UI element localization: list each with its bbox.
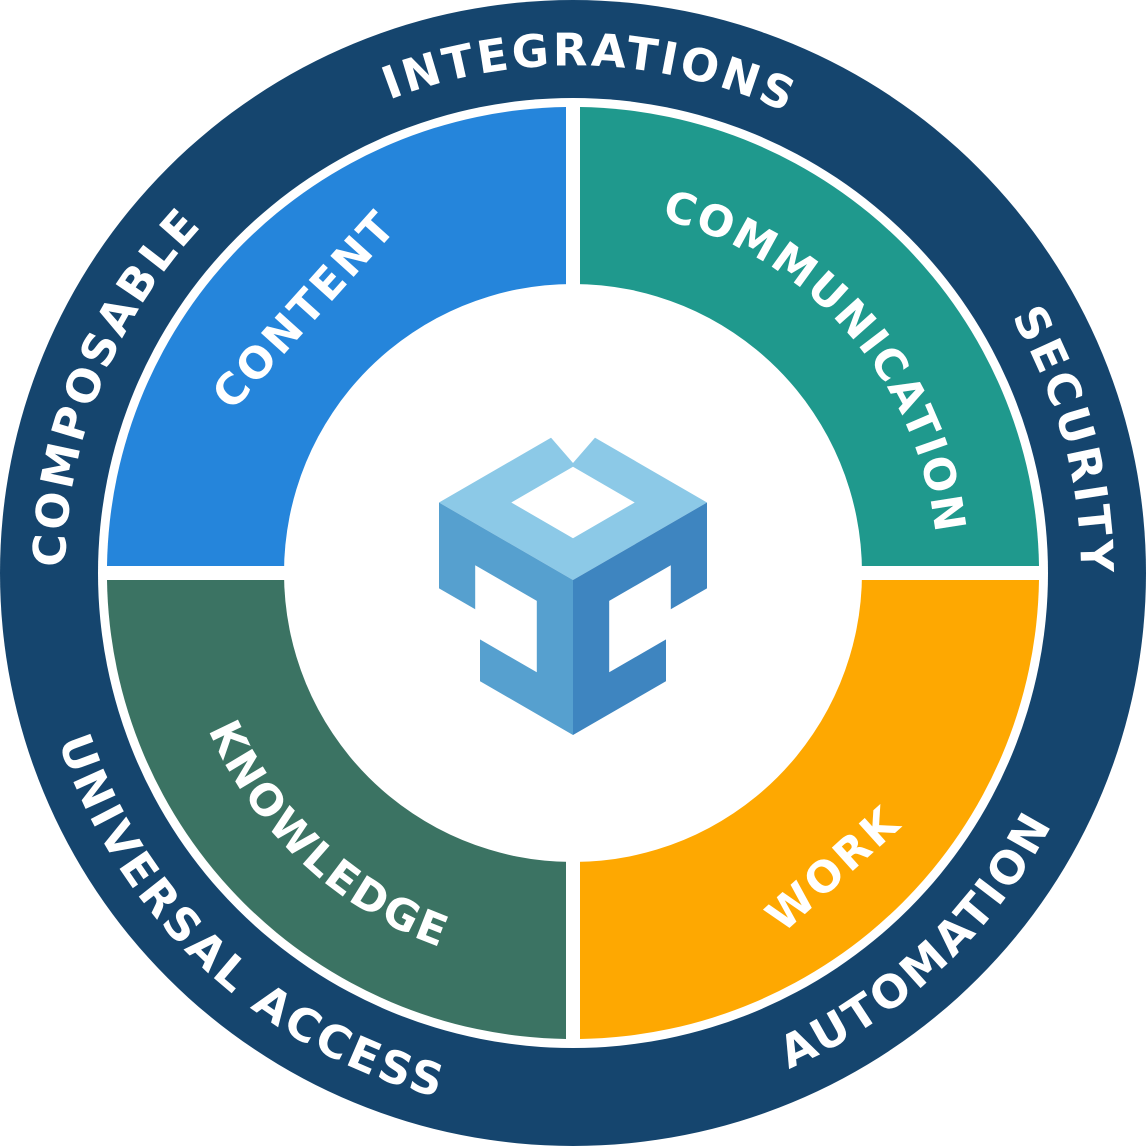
cube-left-notch <box>428 582 480 725</box>
cube-right-notch <box>666 582 718 725</box>
cube-top-notch <box>540 387 606 463</box>
cube-logo-icon <box>428 387 718 735</box>
